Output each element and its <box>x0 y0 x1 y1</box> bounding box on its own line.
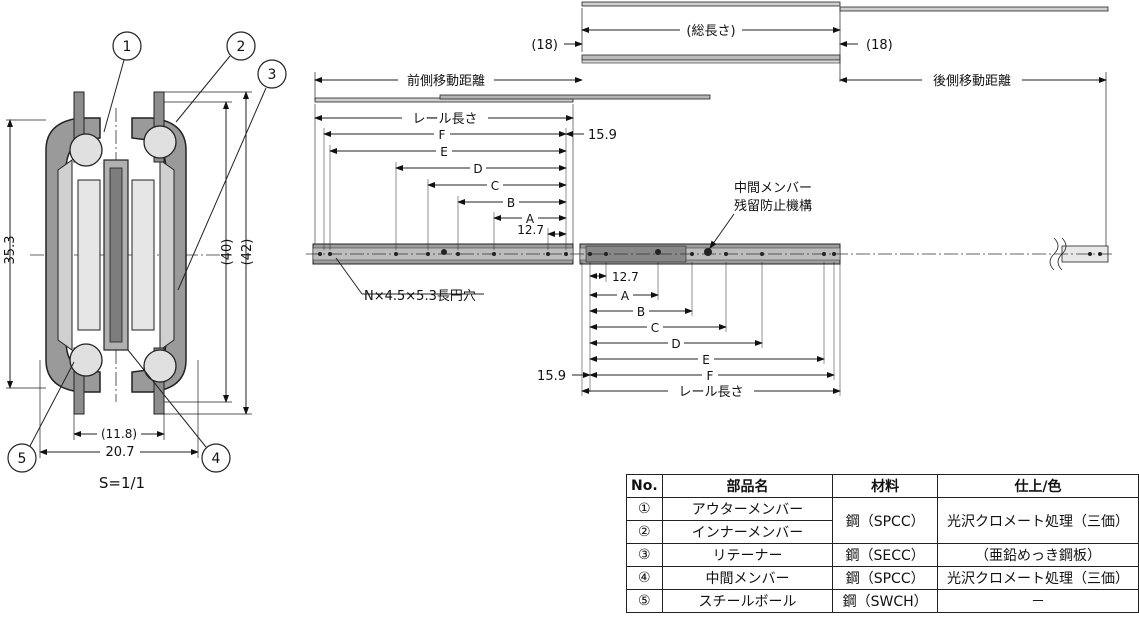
cross-section: 1 2 3 4 5 35.3 (40) <box>3 31 287 492</box>
cell-part-name: 中間メンバー <box>661 566 834 590</box>
svg-text:15.9: 15.9 <box>588 128 617 143</box>
table-row: ④ 中間メンバー 鋼（SPCC） 光沢クロメート処理（三価） <box>626 566 1139 590</box>
callout-4: 4 <box>127 349 231 473</box>
svg-text:(42): (42) <box>240 239 255 266</box>
svg-text:35.3: 35.3 <box>3 236 18 265</box>
svg-text:(総長さ): (総長さ) <box>686 24 735 39</box>
cell-material: 鋼（SPCC） <box>832 497 939 544</box>
svg-text:レール長さ: レール長さ <box>678 385 743 400</box>
cell-material: 鋼（SWCH） <box>832 589 939 613</box>
parts-table-header: No. 部品名 材料 仕上/色 <box>626 474 1139 498</box>
svg-text:中間メンバー: 中間メンバー <box>734 181 812 196</box>
callout-2: 2 <box>175 31 256 123</box>
svg-text:5: 5 <box>18 451 27 467</box>
svg-text:C: C <box>491 179 499 193</box>
side-view: (総長さ) (18) (18) 前側移動距離 後側移動距離 <box>306 1 1112 400</box>
svg-text:A: A <box>526 212 535 226</box>
svg-text:前側移動距離: 前側移動距離 <box>407 73 485 89</box>
cell-finish: － <box>937 589 1139 613</box>
callout-3: 3 <box>177 59 287 291</box>
table-row: ③ リテーナー 鋼（SECC） （亜鉛めっき鋼板） <box>626 543 1139 567</box>
cell-finish: （亜鉛めっき鋼板） <box>937 543 1139 567</box>
svg-text:後側移動距離: 後側移動距離 <box>933 74 1011 89</box>
cell-finish: 光沢クロメート処理（三価） <box>937 497 1139 544</box>
svg-text:C: C <box>651 321 659 335</box>
cell-no: ② <box>626 520 663 544</box>
svg-text:B: B <box>637 305 645 319</box>
top-dimension-lines: 15.9 F E D C B A <box>323 127 617 250</box>
svg-text:15.9: 15.9 <box>537 369 566 384</box>
svg-text:E: E <box>440 145 448 159</box>
svg-text:D: D <box>671 337 680 351</box>
header-finish: 仕上/色 <box>937 474 1139 498</box>
header-no: No. <box>626 474 663 498</box>
svg-text:レール長さ: レール長さ <box>412 112 477 127</box>
table-row: ② インナーメンバー <box>626 520 1139 544</box>
svg-text:(11.8): (11.8) <box>101 427 137 441</box>
cell-part-name: アウターメンバー <box>661 497 834 521</box>
svg-text:(18): (18) <box>866 38 893 53</box>
svg-text:(40): (40) <box>220 239 235 266</box>
callout-1: 1 <box>103 31 142 133</box>
svg-text:F: F <box>439 128 446 142</box>
cell-part-name: インナーメンバー <box>661 520 834 544</box>
cell-part-name: スチールボール <box>661 589 834 613</box>
svg-text:20.7: 20.7 <box>106 445 135 460</box>
svg-text:12.7: 12.7 <box>517 223 544 237</box>
svg-text:(18): (18) <box>531 38 558 53</box>
svg-text:1: 1 <box>123 39 132 55</box>
svg-text:4: 4 <box>212 451 221 467</box>
ball-icon <box>69 343 103 377</box>
cell-part-name: リテーナー <box>661 543 834 567</box>
cell-material: 鋼（SPCC） <box>832 566 939 590</box>
cell-material: 鋼（SECC） <box>832 543 939 567</box>
svg-text:2: 2 <box>237 39 246 55</box>
header-material: 材料 <box>832 474 939 498</box>
svg-text:3: 3 <box>268 67 277 83</box>
svg-text:F: F <box>707 369 714 383</box>
cell-no: ③ <box>626 543 663 567</box>
svg-text:12.7: 12.7 <box>612 270 639 284</box>
svg-text:E: E <box>702 353 710 367</box>
cell-no: ① <box>626 497 663 521</box>
cell-no: ⑤ <box>626 589 663 613</box>
svg-text:B: B <box>507 196 515 210</box>
ball-icon <box>143 125 177 159</box>
svg-text:D: D <box>473 162 482 176</box>
ball-icon <box>143 349 177 383</box>
ball-icon <box>69 133 103 167</box>
callout-5: 5 <box>7 361 75 473</box>
cell-finish: 光沢クロメート処理（三価） <box>937 566 1139 590</box>
hole-marks <box>318 248 1102 256</box>
parts-table: No. 部品名 材料 仕上/色 ① アウターメンバー 鋼（SPCC） 光沢クロメ… <box>626 474 1139 613</box>
table-row: ① アウターメンバー 鋼（SPCC） 光沢クロメート処理（三価） <box>626 497 1139 544</box>
svg-text:N×4.5×5.3長円穴: N×4.5×5.3長円穴 <box>364 289 476 304</box>
svg-text:残留防止機構: 残留防止機構 <box>734 198 812 214</box>
svg-text:A: A <box>621 289 630 303</box>
scale-label: S=1/1 <box>99 474 145 492</box>
table-row: ⑤ スチールボール 鋼（SWCH） － <box>626 589 1139 613</box>
bottom-dimension-lines: 12.7 A B C D E F 1 <box>537 262 841 400</box>
header-part-name: 部品名 <box>661 474 834 498</box>
cell-no: ④ <box>626 566 663 590</box>
